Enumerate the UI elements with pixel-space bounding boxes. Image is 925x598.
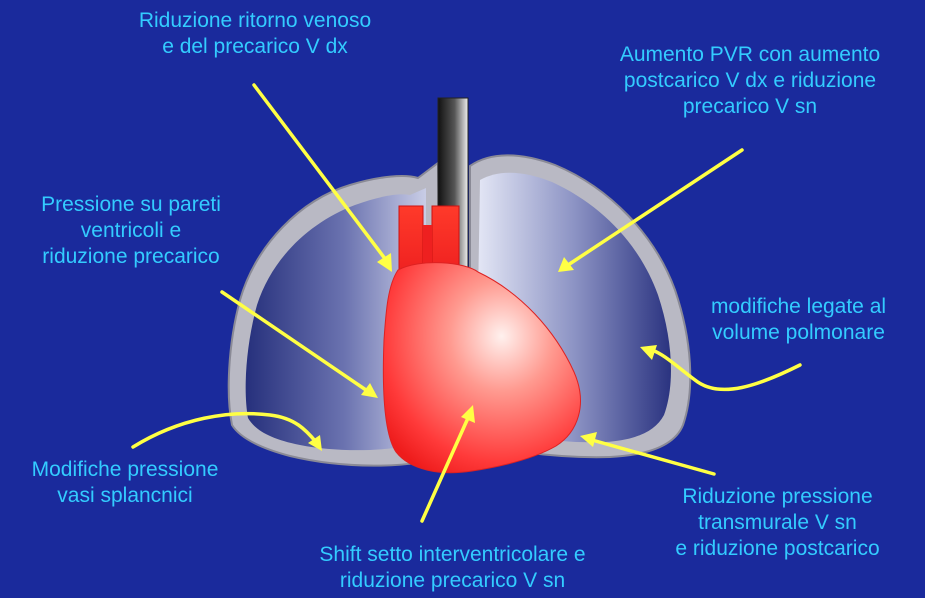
label-transmural-pressure: Riduzione pressione transmurale V sn e r…: [630, 484, 925, 562]
label-lung-volume: modifiche legate al volume polmonare: [672, 294, 925, 346]
label-splanchnic-pressure: Modifiche pressione vasi splancnici: [0, 457, 250, 509]
label-ventricle-wall-pressure: Pressione su pareti ventricoli e riduzio…: [0, 192, 262, 270]
label-venous-return: Riduzione ritorno venoso e del precarico…: [100, 8, 410, 60]
label-septum-shift: Shift setto interventricolare e riduzion…: [255, 542, 650, 594]
label-pvr-increase: Aumento PVR con aumento postcarico V dx …: [575, 42, 925, 120]
